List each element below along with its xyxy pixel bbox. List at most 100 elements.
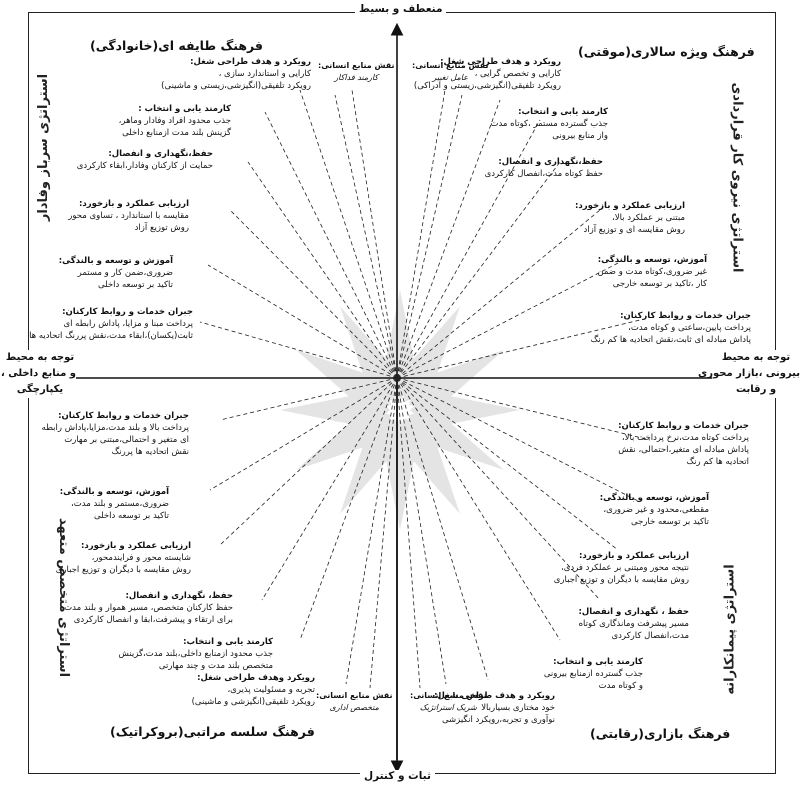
- block-line: نوآوری و تجربه،رویکرد انگیزشی: [441, 715, 555, 725]
- block-title: رویکرد و هدف طراحی شغل:: [434, 691, 555, 701]
- tl-training: آموزش و توسعه و بالندگی: ضروری،ضمن کار و…: [59, 255, 173, 291]
- block-title: ارزیابی عملکرد و بازخورد:: [79, 199, 189, 209]
- block-line: جذب گسترده مستمر ،کوتاه مدت: [490, 119, 608, 129]
- tr-job-design: رویکرد و هدف طراحی شغل: کارایی و تخصص گر…: [414, 56, 561, 92]
- block-title: رویکرد وهدف طراحی شغل:: [197, 673, 315, 683]
- block-line: غیر ضروری،کوتاه مدت و ضمن: [597, 267, 707, 277]
- axis-left-line-1: توجه به محیط: [5, 352, 75, 363]
- connector-line: [396, 377, 447, 685]
- block-title: حفظ،نگهداری و انفصال:: [108, 149, 213, 159]
- block-line: کارایی و استاندارد سازی ،: [218, 69, 311, 79]
- block-line: ثابت(یکسان)،ابقاء مدت،نقش پررنگ اتحادیه …: [29, 331, 193, 341]
- block-line: مدت،انفصال کارکردی: [611, 631, 689, 641]
- connector-line: [396, 377, 601, 601]
- block-line: تجربه و مسئولیت پذیری،: [227, 685, 315, 695]
- role-br: نقش منابع انسانی: شریک استراتژیک: [410, 690, 487, 714]
- connector-line: [209, 377, 398, 491]
- br-compensation: جبران خدمات و روابط کارکنان: پرداخت کوتا…: [618, 420, 749, 468]
- tr-appraisal: ارزیابی عملکرد و بازخورد: مبتنی بر عملکر…: [575, 200, 685, 236]
- block-line: پاداش مبادله ای ثابت،نقش اتحادیه ها کم ر…: [590, 335, 751, 345]
- connector-line: [334, 94, 398, 379]
- connector-line: [219, 377, 398, 546]
- connector-line: [299, 377, 398, 641]
- axis-bottom-label: ثبات و کنترل: [360, 770, 435, 782]
- br-training: آموزش، توسعه و بالندگی: مقطعی،محدود و غی…: [600, 492, 709, 528]
- block-title: آموزش، توسعه و بالندگی:: [59, 487, 169, 497]
- connector-line: [396, 377, 619, 551]
- block-title: حفظ، نگهداری و انفصال:: [125, 591, 233, 601]
- block-line: مقایسه با استاندارد ، تساوی محور: [68, 211, 189, 221]
- block-line: روش مقایسه با دیگران و توزیع اجباری: [553, 575, 689, 585]
- block-title: ارزیابی عملکرد و بازخورد:: [579, 551, 689, 561]
- block-line: نقش اتحادیه ها پررنگ: [111, 447, 189, 457]
- block-line: و کوتاه مدت: [598, 681, 643, 691]
- connector-line: [247, 161, 398, 379]
- block-line: برای ارتقاء و پیشرفت،ابقا و انفصال کارکر…: [73, 615, 233, 625]
- block-line: پرداخت کوتاه مدت،نرخ پرداخت بالا،: [621, 433, 749, 443]
- bl-recruitment: کارمند یابی و انتخاب: جذب محدود ازمنابع …: [119, 636, 274, 672]
- block-line: متخصص بلند مدت و چند مهارتی: [158, 661, 273, 671]
- axis-left-line-3: یکپارچگی: [16, 384, 64, 395]
- bl-training: آموزش، توسعه و بالندگی: ضروری،مستمر و بل…: [60, 486, 169, 522]
- bl-job-design: رویکرد وهدف طراحی شغل: تجربه و مسئولیت پ…: [192, 672, 315, 708]
- tl-retention: حفظ،نگهداری و انفصال: حمایت از کارکنان و…: [77, 148, 213, 172]
- block-title: جبران خدمات و روابط کارکنان:: [618, 421, 749, 431]
- bl-retention: حفظ، نگهداری و انفصال: حفظ کارکنان متخصص…: [64, 590, 233, 626]
- block-line: پاداش مبادله ای متغیر،احتمالی، نقش: [618, 445, 749, 455]
- br-job-design: رویکرد و هدف طراحی شغل: خود مختاری بسیار…: [434, 690, 555, 726]
- block-line: مبتنی بر عملکرد بالا،: [611, 213, 685, 223]
- block-line: مقطعی،محدود و غیر ضروری،: [603, 505, 709, 515]
- axis-top-label: منعطف و بسیط: [355, 3, 447, 15]
- connector-line: [207, 264, 398, 379]
- strategy-contractor: استراتژی پیمانکارانه: [722, 564, 738, 695]
- block-line: روش مقایسه ای و توزیع آزاد: [583, 225, 685, 235]
- block-line: تاکید بر توسعه خارجی: [630, 517, 709, 527]
- block-title: ارزیابی عملکرد و بازخورد:: [81, 541, 191, 551]
- block-title: آموزش و توسعه و بالندگی:: [58, 256, 173, 266]
- connector-line: [199, 321, 398, 379]
- connector-line: [345, 377, 398, 685]
- br-recruitment: کارمند یابی و انتخاب: جذب گسترده ازمنابع…: [544, 656, 643, 692]
- role-value: متخصص اداری: [329, 703, 379, 712]
- block-line: پرداخت مبنا و مزایا، پاداش رابطه ای: [63, 319, 193, 329]
- role-tr: نقش منابع انسانی: عامل تغییر: [412, 60, 489, 84]
- connector-line: [351, 89, 398, 379]
- block-title: ارزیابی عملکرد و بازخورد:: [575, 201, 685, 211]
- block-title: کارمند یابی و انتخاب :: [138, 104, 231, 114]
- block-line: روش توزیع آزاد: [134, 223, 189, 233]
- block-line: تاکید بر توسعه داخلی: [93, 511, 169, 521]
- role-label: نقش منابع انسانی:: [318, 61, 395, 70]
- connector-line: [396, 377, 651, 441]
- block-line: جذب گسترده ازمنابع بیرونی: [543, 669, 643, 679]
- connector-line: [396, 377, 421, 689]
- role-label: نقش منابع انسانی:: [316, 691, 393, 700]
- tr-compensation: جبران خدمات و روابط کارکنان: پرداخت پایی…: [591, 310, 751, 346]
- role-label: نقش منابع انسانی:: [410, 691, 487, 700]
- culture-market: فرهنگ بازاری(رقابتی): [590, 726, 731, 741]
- role-value: شریک استراتژیک: [419, 703, 477, 712]
- block-line: پرداخت بالا و بلند مدت،مزایا،پاداش رابطه: [41, 423, 189, 433]
- block-line: رویکرد تلفیقی(انگیزشی،زیستی و ماشینی): [161, 81, 311, 91]
- block-line: ضروری،مستمر و بلند مدت،: [71, 499, 169, 509]
- connector-line: [396, 209, 601, 379]
- br-retention: حفظ ، نگهداری و انفصال: مسیر پیشرفت ومان…: [578, 606, 689, 642]
- tr-recruitment: کارمند یابی و انتخاب: جذب گسترده مستمر ،…: [490, 106, 608, 142]
- connector-line: [261, 377, 398, 601]
- block-line: نتیجه محور ومبتنی بر عملکرد فردی،: [561, 563, 689, 573]
- block-line: کارایی و تخصص گرایی ،: [474, 69, 561, 79]
- role-tl: نقش منابع انسانی: کارمند فداکار: [318, 60, 395, 84]
- strategy-loyal-soldier: استراتژی سرباز وفادار: [36, 73, 52, 222]
- block-title: جبران خدمات و روابط کارکنان:: [620, 311, 751, 321]
- block-title: کارمند یابی و انتخاب:: [518, 107, 608, 117]
- tl-compensation: جبران خدمات و روابط کارکنان: پرداخت مبنا…: [29, 306, 193, 342]
- connector-line: [369, 377, 398, 689]
- role-value: کارمند فداکار: [334, 73, 379, 82]
- culture-clan: فرهنگ طایفه ای(خانوادگی): [90, 38, 263, 53]
- culture-hierarchy: فرهنگ سلسه مراتبی(بروکراتیک): [110, 724, 315, 739]
- tl-appraisal: ارزیابی عملکرد و بازخورد: مقایسه با استا…: [68, 198, 189, 234]
- axis-right-label: توجه به محیط بیرونی ،بازار محوری و رقابت: [698, 350, 800, 398]
- block-title: حفظ ، نگهداری و انفصال:: [578, 607, 689, 617]
- connector-line: [299, 89, 398, 379]
- connector-line: [396, 377, 561, 641]
- block-title: جبران خدمات و روابط کارکنان:: [62, 307, 193, 317]
